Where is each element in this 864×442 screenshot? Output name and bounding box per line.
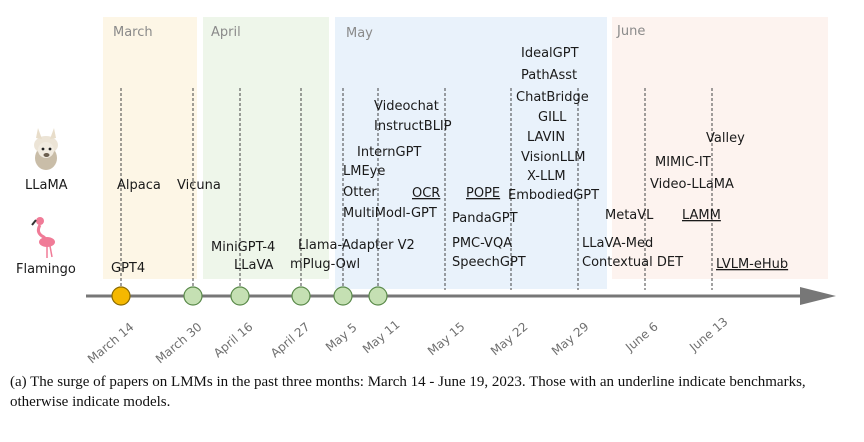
- paper-label: MiniGPT-4: [211, 240, 275, 255]
- paper-label: GPT4: [111, 261, 145, 276]
- node-april-16: [230, 286, 250, 306]
- node-april-27: [291, 286, 311, 306]
- paper-label: LMEye: [343, 164, 385, 179]
- date-label: April 27: [268, 320, 313, 361]
- figure-caption: (a) The surge of papers on LMMs in the p…: [10, 374, 806, 410]
- date-labels: March 14 March 30 April 16 April 27 May …: [85, 315, 731, 367]
- date-label: May 11: [360, 317, 403, 356]
- paper-label: InternGPT: [357, 145, 421, 160]
- paper-label: Otter: [343, 185, 377, 200]
- date-label: May 15: [425, 319, 468, 358]
- paper-label: MIMIC-IT: [655, 155, 711, 170]
- month-panel-june: [612, 17, 828, 279]
- paper-label: PMC-VQA: [452, 236, 512, 251]
- paper-label: InstructBLIP: [374, 119, 452, 134]
- date-label: May 29: [549, 319, 592, 358]
- paper-label: GILL: [538, 110, 567, 125]
- month-panel-march: [103, 17, 197, 279]
- paper-label: PandaGPT: [452, 211, 518, 226]
- axis-arrowhead: [800, 287, 836, 305]
- date-label: June 6: [622, 319, 661, 355]
- row-label-flamingo: Flamingo: [16, 262, 76, 277]
- paper-label: Video-LLaMA: [650, 177, 734, 192]
- paper-label: SpeechGPT: [452, 255, 526, 270]
- paper-label: MetaVL: [605, 208, 654, 223]
- month-label-march: March: [113, 25, 153, 40]
- llama-icon: [34, 128, 58, 170]
- paper-label: PathAsst: [521, 68, 577, 83]
- paper-label: Contextual DET: [582, 255, 683, 270]
- timeline-diagram: March April May June: [16, 17, 836, 367]
- date-label: June 13: [686, 315, 730, 355]
- paper-label: ChatBridge: [516, 90, 589, 105]
- node-march-30: [183, 286, 203, 306]
- month-panels: [103, 17, 828, 289]
- paper-label-benchmark: POPE: [466, 186, 500, 201]
- month-label-april: April: [211, 25, 241, 40]
- paper-label: Vicuna: [177, 178, 221, 193]
- date-label: March 30: [153, 320, 205, 367]
- node-may-11: [368, 286, 388, 306]
- paper-label: LLaVA: [234, 258, 274, 273]
- date-guides: [120, 88, 713, 290]
- time-axis: [86, 287, 836, 305]
- row-label-llama: LLaMA: [25, 178, 68, 193]
- flamingo-icon: [31, 217, 55, 258]
- paper-label: LLaVA-Med: [582, 236, 653, 251]
- paper-label: X-LLM: [527, 169, 566, 184]
- date-label: April 16: [211, 320, 256, 361]
- paper-label: MultiModl-GPT: [343, 206, 437, 221]
- paper-label: EmbodiedGPT: [508, 188, 599, 203]
- paper-label: VisionLLM: [521, 150, 586, 165]
- date-label: March 14: [85, 320, 137, 367]
- paper-label: IdealGPT: [521, 46, 579, 61]
- date-label: May 22: [488, 319, 531, 358]
- paper-label: mPlug-Owl: [290, 257, 360, 272]
- paper-label-benchmark: OCR: [412, 186, 440, 201]
- paper-label-benchmark: LVLM-eHub: [716, 257, 788, 272]
- date-label: May 5: [323, 320, 360, 354]
- node-may-5: [333, 286, 353, 306]
- month-panel-may: [335, 17, 607, 289]
- paper-label: LAVIN: [527, 130, 565, 145]
- paper-label: Videochat: [374, 99, 439, 114]
- paper-label: Llama-Adapter V2: [298, 238, 415, 253]
- month-labels: March April May June: [113, 24, 645, 41]
- timeline-nodes: [111, 286, 388, 306]
- paper-labels: Alpaca GPT4 Vicuna MiniGPT-4 LLaVA Llama…: [111, 46, 788, 276]
- paper-label: Valley: [706, 131, 745, 146]
- month-label-may: May: [346, 26, 373, 41]
- month-panel-april: [203, 17, 329, 279]
- node-march-14: [111, 286, 131, 306]
- paper-label: Alpaca: [117, 178, 161, 193]
- month-label-june: June: [616, 24, 645, 39]
- paper-label-benchmark: LAMM: [682, 208, 721, 223]
